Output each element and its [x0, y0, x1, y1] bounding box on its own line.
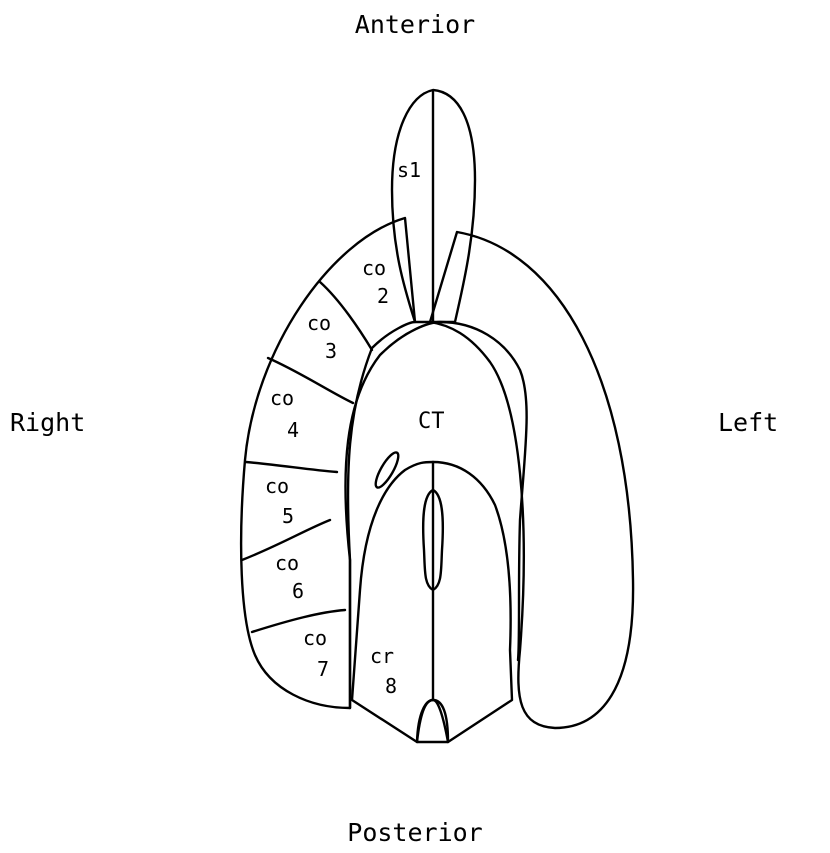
co5-label-top: co [265, 474, 289, 498]
co7-label-num: 7 [317, 657, 329, 681]
co5-label-num: 5 [282, 504, 294, 528]
co2-label-top: co [362, 256, 386, 280]
left-lobe [430, 232, 633, 728]
s1-label: s1 [397, 158, 421, 182]
divider-co4-co5 [246, 462, 337, 472]
cr8-label-top: cr [370, 644, 394, 668]
co6-label-top: co [275, 551, 299, 575]
co3-label-num: 3 [325, 339, 337, 363]
ct-label: CT [418, 409, 445, 434]
co7-label-top: co [303, 626, 327, 650]
cr8-label-num: 8 [385, 674, 397, 698]
co3-label-top: co [307, 311, 331, 335]
co6-label-num: 6 [292, 579, 304, 603]
co4-label-top: co [270, 386, 294, 410]
ct-oval [372, 450, 402, 491]
divider-co6-co7 [252, 610, 345, 632]
co2-label-num: 2 [377, 284, 389, 308]
co4-label-num: 4 [287, 418, 299, 442]
